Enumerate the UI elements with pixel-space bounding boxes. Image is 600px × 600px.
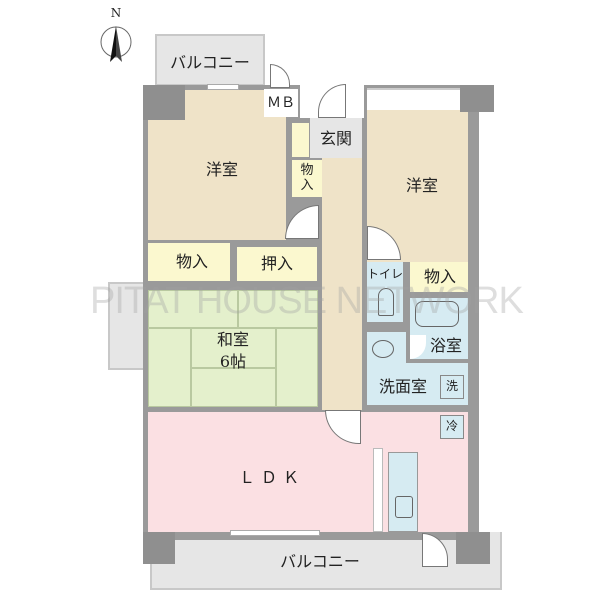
balcony-bottom-label: バルコニー	[280, 551, 360, 571]
balcony-side	[108, 282, 146, 370]
fridge-space	[440, 415, 464, 439]
compass: N	[98, 6, 134, 62]
bathtub-icon	[415, 301, 459, 327]
balcony-window-strip	[367, 88, 461, 110]
hallway	[322, 158, 362, 410]
oshiire	[237, 247, 317, 281]
wall-corner	[460, 85, 494, 112]
washer-label: 洗	[445, 379, 459, 394]
wall-corner	[143, 532, 175, 564]
western-room-left-label: 洋室	[205, 159, 239, 179]
storage-right-label: 物入	[423, 266, 457, 286]
bath-label: 浴室	[429, 335, 463, 355]
compass-north-label: N	[110, 6, 122, 21]
oshiire-label: 押入	[260, 253, 294, 273]
japanese-room	[148, 290, 318, 407]
storage-right	[410, 262, 468, 292]
washer-space	[440, 375, 464, 399]
storage-left	[148, 243, 230, 281]
entrance-storage-strip	[292, 123, 309, 157]
storage-left-label: 物入	[175, 251, 209, 271]
storage-small-label: 物 入	[300, 163, 314, 193]
balcony-top-label: バルコニー	[170, 52, 250, 72]
kitchen-sink-icon	[395, 496, 413, 518]
washroom-label: 洗面室	[378, 376, 428, 396]
ldk-label: ＬＤＫ	[238, 467, 306, 487]
kitchen-partition	[373, 448, 383, 532]
ldk-window[interactable]	[230, 530, 320, 536]
japanese-room-label: 和室	[216, 329, 250, 349]
sink-icon	[372, 340, 394, 358]
toilet-label: トイレ	[366, 267, 404, 282]
window[interactable]	[207, 84, 239, 90]
meter-box	[264, 89, 298, 117]
entrance	[310, 118, 362, 158]
entrance-label: 玄関	[319, 128, 353, 148]
north-arrow-icon	[100, 26, 132, 62]
kitchen-counter	[388, 452, 418, 532]
storage-small	[292, 160, 322, 197]
fridge-label: 冷	[445, 419, 459, 434]
wall-corner	[143, 85, 185, 120]
ldk	[148, 412, 468, 532]
wall-corner	[456, 532, 490, 564]
japanese-room-size: 6帖	[219, 351, 247, 371]
bath-door-area	[410, 335, 426, 359]
meter-box-label: ＭＢ	[267, 94, 295, 111]
mb-door[interactable]	[270, 64, 290, 88]
toilet-bowl-icon	[378, 288, 394, 316]
western-room-right-label: 洋室	[405, 175, 439, 195]
